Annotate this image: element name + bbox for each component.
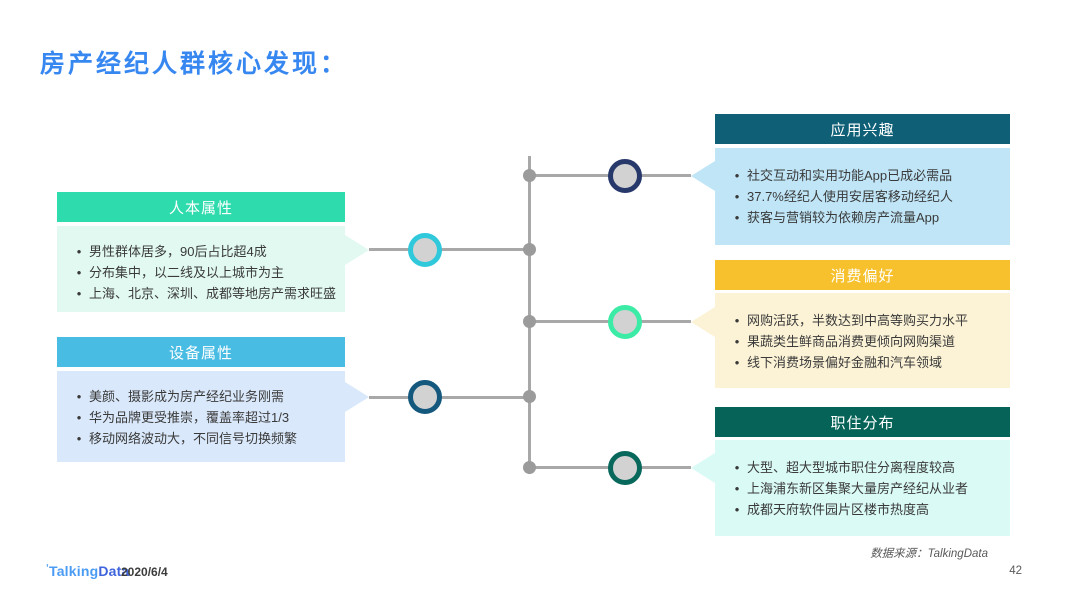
bullet-dot: • bbox=[734, 189, 740, 204]
bullet-text: 男性群体居多，90后占比超4成 bbox=[89, 244, 267, 259]
box-app-interest-body: • 社交互动和实用功能App已成必需品 • 37.7%经纪人使用安居客移动经纪人… bbox=[715, 148, 1010, 245]
bullet-dot: • bbox=[734, 313, 740, 328]
junction-dot bbox=[523, 243, 536, 256]
bullet-item: • 线下消费场景偏好金融和汽车领域 bbox=[727, 352, 1002, 373]
box-work-residence-body: • 大型、超大型城市职住分离程度较高 • 上海浦东新区集聚大量房产经纪从业者 •… bbox=[715, 440, 1010, 536]
bullet-dot: • bbox=[734, 210, 740, 225]
bullet-item: • 上海浦东新区集聚大量房产经纪从业者 bbox=[727, 478, 1002, 499]
node-circle-app-interest bbox=[608, 159, 642, 193]
box-app-interest-arrow bbox=[691, 161, 715, 191]
bullet-item: • 果蔬类生鲜商品消费更倾向网购渠道 bbox=[727, 331, 1002, 352]
junction-dot bbox=[523, 390, 536, 403]
bullet-dot: • bbox=[76, 265, 82, 280]
data-source-note: 数据来源：TalkingData bbox=[870, 548, 988, 560]
bullet-item: • 37.7%经纪人使用安居客移动经纪人 bbox=[727, 186, 1002, 207]
bullet-dot: • bbox=[734, 502, 740, 517]
bullet-text: 分布集中，以二线及以上城市为主 bbox=[89, 265, 285, 280]
bullet-dot: • bbox=[76, 389, 82, 404]
box-device-attributes-body: • 美颜、摄影成为房产经纪业务刚需 • 华为品牌更受推崇，覆盖率超过1/3 • … bbox=[57, 371, 345, 462]
talkingdata-logo: ʼTalkingData bbox=[46, 563, 130, 579]
bullet-dot: • bbox=[734, 355, 740, 370]
box-device-attributes-header: 设备属性 bbox=[57, 337, 345, 367]
box-work-residence-arrow bbox=[691, 453, 715, 483]
logo-talking-text: Talking bbox=[48, 563, 99, 579]
bullet-dot: • bbox=[734, 168, 740, 183]
bullet-dot: • bbox=[76, 244, 82, 259]
bullet-text: 成都天府软件园片区楼市热度高 bbox=[747, 502, 930, 517]
bullet-text: 华为品牌更受推崇，覆盖率超过1/3 bbox=[89, 410, 290, 425]
bullet-item: • 分布集中，以二线及以上城市为主 bbox=[69, 262, 337, 283]
bullet-item: • 获客与营销较为依赖房产流量App bbox=[727, 207, 1002, 228]
bullet-text: 社交互动和实用功能App已成必需品 bbox=[747, 168, 953, 183]
page-title: 房产经纪人群核心发现： bbox=[40, 50, 349, 78]
bullet-dot: • bbox=[76, 286, 82, 301]
junction-dot bbox=[523, 315, 536, 328]
box-app-interest-header: 应用兴趣 bbox=[715, 114, 1010, 144]
logo-data-text: Data bbox=[98, 563, 130, 579]
bullet-text: 线下消费场景偏好金融和汽车领域 bbox=[747, 355, 943, 370]
box-human-attributes-header: 人本属性 bbox=[57, 192, 345, 222]
node-circle-device-attributes bbox=[408, 380, 442, 414]
box-work-residence-header: 职住分布 bbox=[715, 407, 1010, 437]
bullet-item: • 华为品牌更受推崇，覆盖率超过1/3 bbox=[69, 407, 337, 428]
bullet-text: 大型、超大型城市职住分离程度较高 bbox=[747, 460, 956, 475]
bullet-dot: • bbox=[76, 431, 82, 446]
bullet-text: 果蔬类生鲜商品消费更倾向网购渠道 bbox=[747, 334, 956, 349]
bullet-dot: • bbox=[734, 481, 740, 496]
connector-hline-device-attributes bbox=[369, 396, 530, 399]
bullet-item: • 网购活跃，半数达到中高等购买力水平 bbox=[727, 310, 1002, 331]
box-device-attributes-arrow bbox=[345, 382, 369, 412]
node-circle-work-residence bbox=[608, 451, 642, 485]
bullet-text: 网购活跃，半数达到中高等购买力水平 bbox=[747, 313, 969, 328]
box-human-attributes-body: • 男性群体居多，90后占比超4成 • 分布集中，以二线及以上城市为主 • 上海… bbox=[57, 226, 345, 312]
box-consumption-preference-body: • 网购活跃，半数达到中高等购买力水平 • 果蔬类生鲜商品消费更倾向网购渠道 •… bbox=[715, 293, 1010, 388]
bullet-dot: • bbox=[76, 410, 82, 425]
bullet-text: 37.7%经纪人使用安居客移动经纪人 bbox=[747, 189, 953, 204]
node-circle-human-attributes bbox=[408, 233, 442, 267]
node-circle-consumption bbox=[608, 305, 642, 339]
bullet-item: • 成都天府软件园片区楼市热度高 bbox=[727, 499, 1002, 520]
logo-mark: ʼ bbox=[46, 563, 49, 574]
bullet-item: • 美颜、摄影成为房产经纪业务刚需 bbox=[69, 386, 337, 407]
bullet-item: • 移动网络波动大，不同信号切换频繁 bbox=[69, 428, 337, 449]
bullet-item: • 上海、北京、深圳、成都等地房产需求旺盛 bbox=[69, 283, 337, 304]
box-consumption-preference-header: 消费偏好 bbox=[715, 260, 1010, 290]
box-consumption-preference-arrow bbox=[691, 307, 715, 337]
bullet-item: • 社交互动和实用功能App已成必需品 bbox=[727, 165, 1002, 186]
bullet-item: • 大型、超大型城市职住分离程度较高 bbox=[727, 457, 1002, 478]
slide-date: 2020/6/4 bbox=[121, 565, 168, 579]
bullet-dot: • bbox=[734, 334, 740, 349]
connector-hline-human-attributes bbox=[369, 248, 530, 251]
bullet-text: 移动网络波动大，不同信号切换频繁 bbox=[89, 431, 298, 446]
bullet-text: 美颜、摄影成为房产经纪业务刚需 bbox=[89, 389, 285, 404]
bullet-item: • 男性群体居多，90后占比超4成 bbox=[69, 241, 337, 262]
bullet-text: 上海浦东新区集聚大量房产经纪从业者 bbox=[747, 481, 969, 496]
page-number: 42 bbox=[1009, 565, 1022, 577]
bullet-text: 上海、北京、深圳、成都等地房产需求旺盛 bbox=[89, 286, 337, 301]
bullet-dot: • bbox=[734, 460, 740, 475]
box-human-attributes-arrow bbox=[345, 235, 369, 265]
junction-dot bbox=[523, 461, 536, 474]
bullet-text: 获客与营销较为依赖房产流量App bbox=[747, 210, 940, 225]
junction-dot bbox=[523, 169, 536, 182]
